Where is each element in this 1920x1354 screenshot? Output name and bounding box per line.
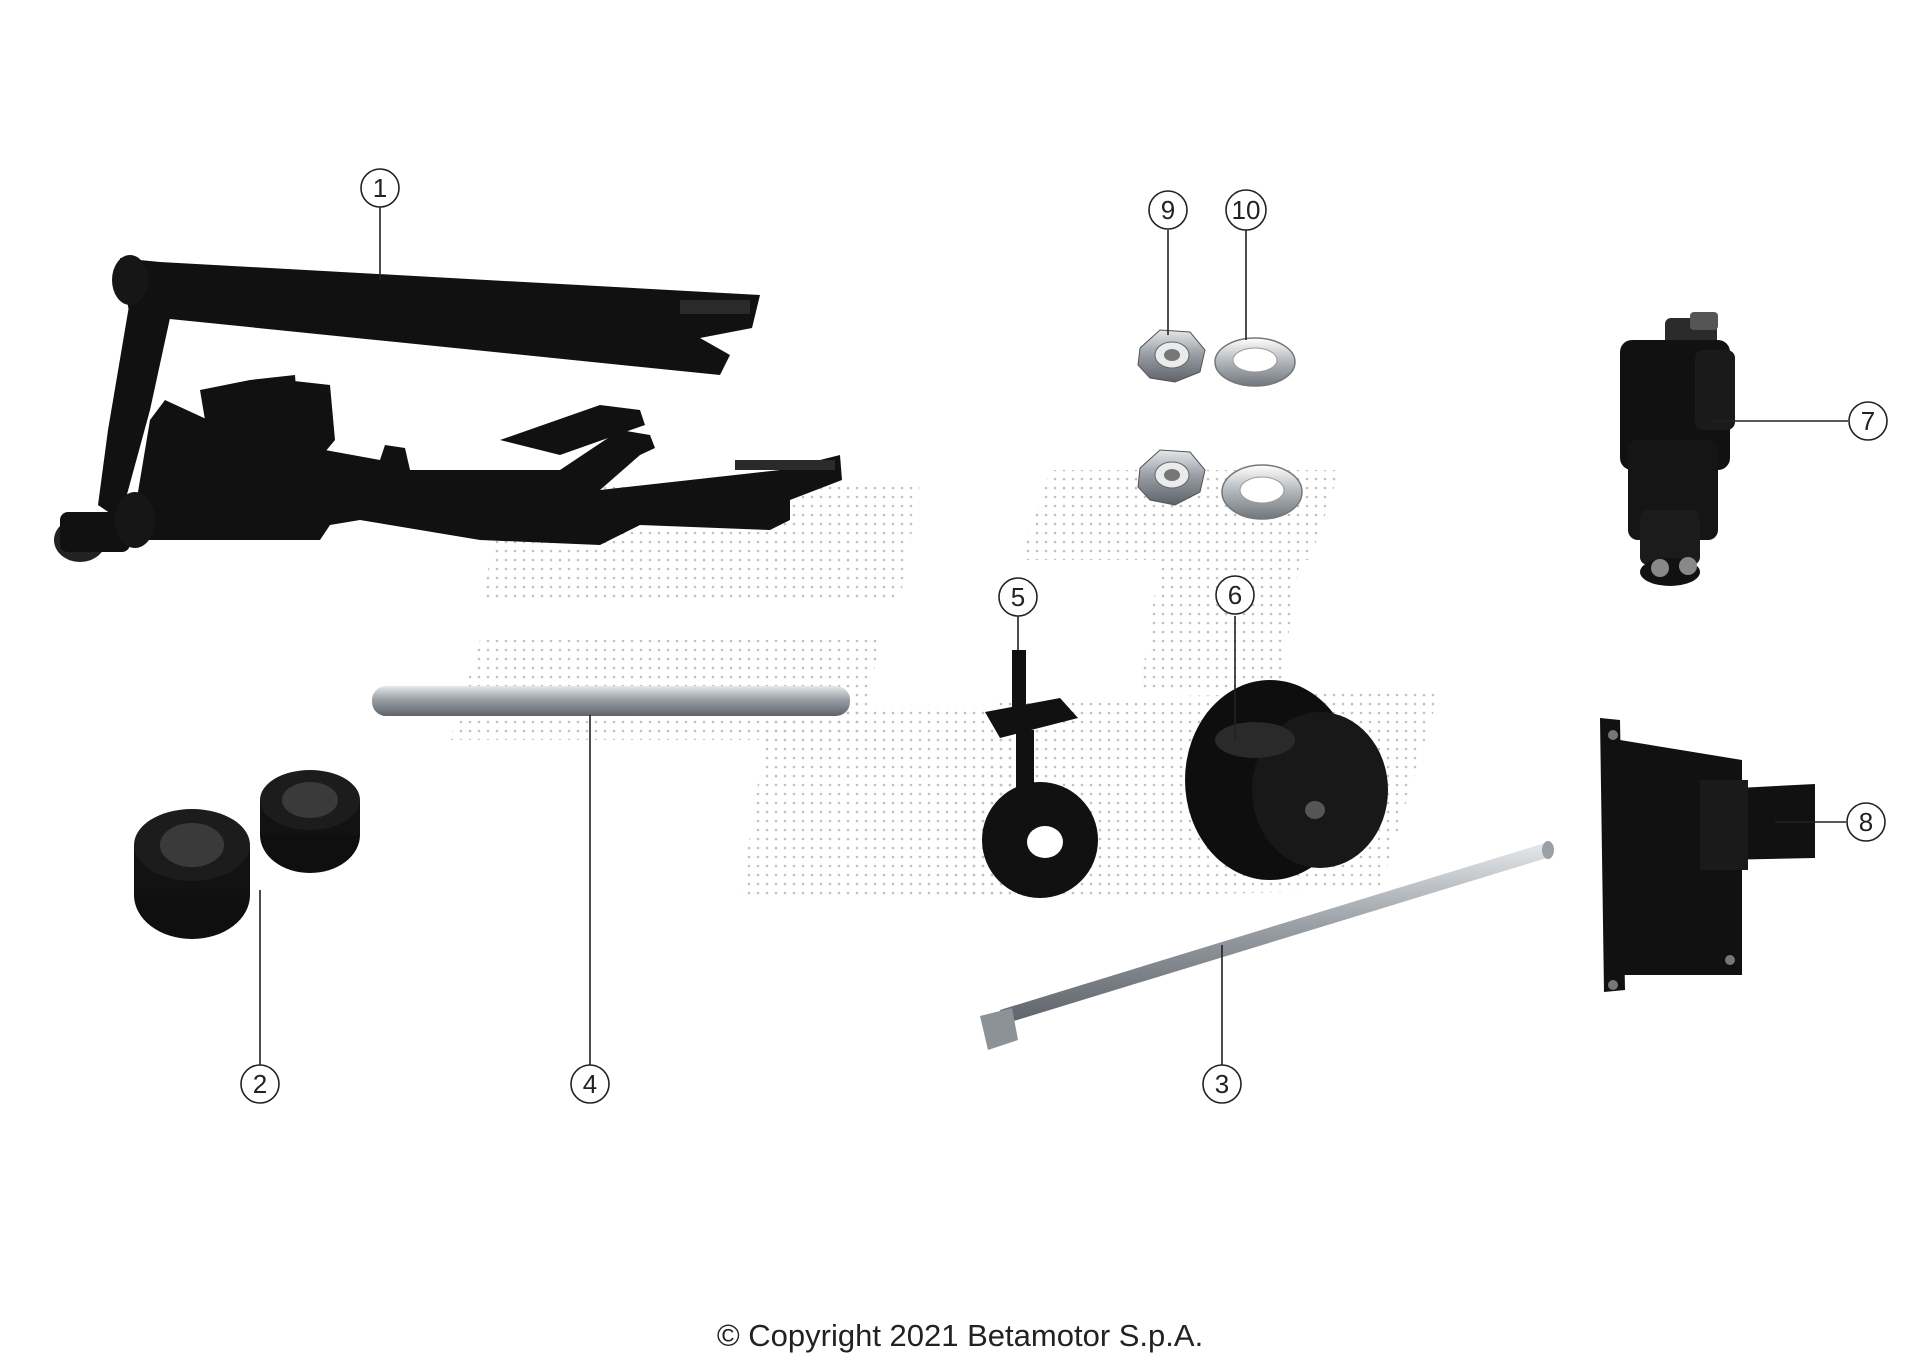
linkage-bracket <box>1600 718 1815 992</box>
callout-label: 10 <box>1232 195 1261 225</box>
chain-roller <box>1185 680 1388 880</box>
washer <box>1214 337 1303 520</box>
bushings <box>134 770 360 939</box>
callout-5: 5 <box>998 577 1038 617</box>
callout-6: 6 <box>1215 575 1255 615</box>
copyright-text: © Copyright 2021 Betamotor S.p.A. <box>716 1318 1204 1353</box>
callout-7: 7 <box>1848 401 1888 441</box>
swingarm <box>54 255 842 562</box>
leader-lines <box>259 206 1848 1065</box>
callout-label: 3 <box>1215 1069 1229 1099</box>
callout-2: 2 <box>240 1064 280 1104</box>
shock-absorber <box>1620 312 1735 586</box>
callout-4: 4 <box>570 1064 610 1104</box>
callout-label: 2 <box>253 1069 267 1099</box>
chain-adjuster <box>982 650 1098 898</box>
flange-nut <box>1137 329 1206 506</box>
callout-label: 1 <box>373 173 387 203</box>
pin <box>372 686 850 716</box>
callout-10: 10 <box>1225 189 1267 231</box>
callout-3: 3 <box>1202 1064 1242 1104</box>
callout-label: 5 <box>1011 582 1025 612</box>
callout-label: 4 <box>583 1069 597 1099</box>
callout-label: 7 <box>1861 406 1875 436</box>
callout-label: 6 <box>1228 580 1242 610</box>
swingarm-pivot-rod <box>980 841 1554 1050</box>
callout-label: 8 <box>1859 807 1873 837</box>
callout-1: 1 <box>360 168 400 208</box>
callout-label: 9 <box>1161 195 1175 225</box>
callout-8: 8 <box>1846 802 1886 842</box>
callout-9: 9 <box>1148 190 1188 230</box>
